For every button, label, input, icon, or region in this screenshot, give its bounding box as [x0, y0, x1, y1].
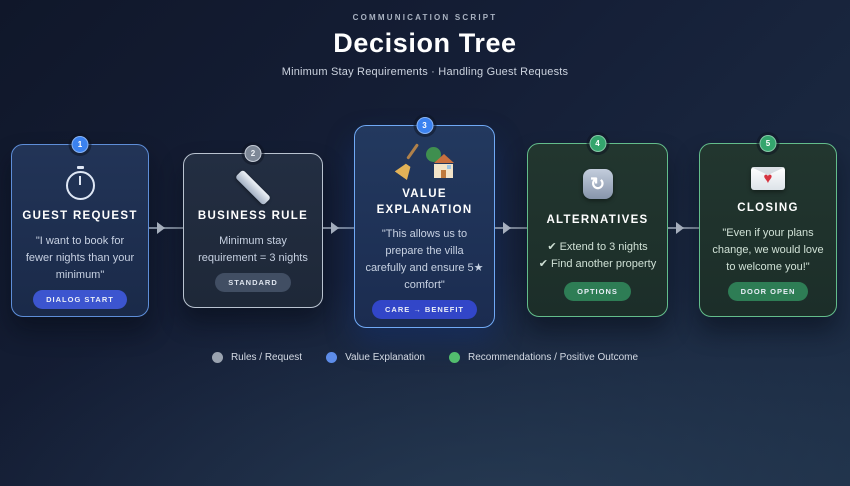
card-guest-request: 1 GUEST REQUEST "I want to book for fewe…: [11, 136, 149, 317]
legend-label: Rules / Request: [230, 352, 303, 363]
card-title: CLOSING: [737, 202, 799, 215]
step-number-badge: 4: [589, 135, 606, 152]
legend-dot-blue: [326, 352, 338, 363]
card-title: BUSINESS RULE: [197, 210, 309, 223]
legend-label: Recommendations / Positive Outcome: [467, 352, 639, 363]
card-title: ALTERNATIVES: [546, 214, 649, 226]
card-alternatives: 4 ↻ ALTERNATIVES ✔ Extend to 3 nights ✔ …: [527, 135, 668, 317]
eyebrow-label: COMMUNICATION SCRIPT: [352, 13, 498, 22]
care-benefit-pill: CARE → BENEFIT: [371, 300, 477, 320]
card-body-text: Minimum stay requirement = 3 nights: [198, 234, 308, 264]
legend-item: Recommendations / Positive Outcome: [448, 352, 639, 363]
card-closing: 5 ♥ CLOSING "Even if your plans change, …: [699, 135, 837, 317]
refresh-arrows-icon: ↻: [582, 169, 613, 199]
card-body-text: "This allows us to prepare the villa car…: [365, 228, 484, 292]
step-number-badge: 2: [244, 145, 262, 162]
flow-connector: [495, 222, 527, 234]
page-title: Decision Tree: [333, 28, 517, 58]
step-number-badge: 1: [71, 136, 89, 153]
standard-pill: STANDARD: [215, 273, 291, 292]
card-business-rule: 2 BUSINESS RULE Minimum stay requirement…: [183, 145, 323, 308]
stopwatch-icon: [65, 166, 95, 200]
step-number-badge: 3: [416, 117, 433, 134]
flow-connector: [668, 222, 699, 234]
card-body-text: "Even if your plans change, we would lov…: [712, 226, 824, 273]
options-pill: OPTIONS: [564, 282, 631, 301]
love-letter-icon: ♥: [751, 166, 785, 190]
header: COMMUNICATION SCRIPT Decision Tree Minim…: [0, 13, 850, 78]
legend-item: Rules / Request: [211, 352, 303, 363]
dialog-start-pill: DIALOG START: [33, 289, 127, 309]
door-open-pill: DOOR OPEN: [727, 282, 809, 301]
card-body-text: ✔ Extend to 3 nights ✔ Find another prop…: [538, 241, 657, 271]
card-value-explanation: 3 VALUE EXPLANATION "This allows us to p…: [354, 117, 495, 328]
flow-connector: [323, 222, 354, 234]
card-title: GUEST REQUEST: [22, 210, 138, 222]
arrow-right-icon: [676, 222, 684, 234]
arrow-right-icon: [331, 222, 339, 234]
arrow-right-icon: [157, 222, 165, 234]
card-body-text: "I want to book for fewer nights than yo…: [25, 234, 135, 281]
legend-dot-gray: [211, 352, 223, 363]
flow-connector: [149, 222, 183, 234]
step-number-badge: 5: [759, 135, 777, 152]
ruler-icon: [234, 169, 272, 206]
legend-dot-green: [448, 352, 460, 363]
legend-label: Value Explanation: [345, 352, 425, 363]
page-subtitle: Minimum Stay Requirements · Handling Gue…: [281, 66, 569, 78]
card-title: VALUE EXPLANATION: [376, 188, 473, 216]
broom-icon: [396, 143, 420, 178]
legend: Rules / Request Value Explanation Recomm…: [0, 352, 850, 363]
arrow-right-icon: [503, 222, 511, 234]
house-garden-icon: [425, 146, 454, 178]
legend-item: Value Explanation: [326, 352, 425, 363]
